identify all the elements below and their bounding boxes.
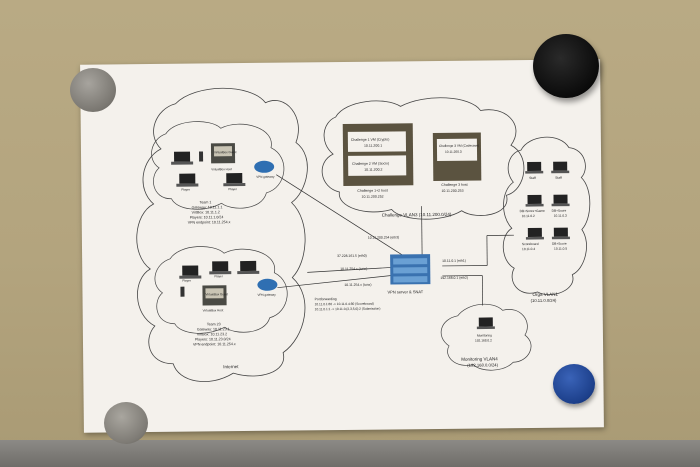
svg-text:Team 23: Team 23 — [207, 322, 221, 326]
monitoring-device — [476, 317, 495, 330]
svg-text:Team 1: Team 1 — [200, 200, 212, 204]
orga-node-label: DB+Score — [552, 242, 567, 246]
challenge-vlan-label: Challenge VLAN3 (10.11.200.0/24) — [382, 212, 452, 218]
svg-text:VirtBox: 10.11.23.2: VirtBox: 10.11.23.2 — [197, 332, 227, 336]
network-links — [276, 174, 514, 306]
team1-vpn-gateway-label: VPN gateway — [256, 175, 275, 179]
vpn-server-label: VPN server & SNAT — [387, 289, 423, 294]
team1-host-label: VirtualBox Host — [211, 167, 232, 171]
challenge12-host-ip: 10.11.200.252 — [361, 195, 383, 199]
team1-devices — [171, 143, 275, 187]
team23-vpn-gateway-label: VPN gateway — [257, 293, 276, 297]
network-diagram-poster: VirtualBox Guest VirtualBox Host Player … — [80, 59, 604, 433]
team1-guest-label: VirtualBox Guest — [214, 150, 237, 154]
challenge12-host-label: Challenge 1+2 host — [357, 189, 387, 193]
challenge-cloud — [321, 97, 525, 220]
svg-text:Gateway: 10.11.1.1: Gateway: 10.11.1.1 — [192, 205, 223, 209]
blue-magnet-bottom-right — [553, 364, 595, 404]
team23-devices — [179, 260, 278, 306]
challenge1-vm-ip: 10.11.200.1 — [364, 144, 382, 148]
monitoring-node-label: Monitoring — [477, 333, 492, 337]
challenge3-host-label: Challenge 3 host — [441, 183, 467, 187]
orga-node-label: Staff — [529, 176, 536, 180]
orga-node-ip: 10.11.0.5 — [554, 247, 567, 251]
orga-node-ip: 10.11.0.2 — [522, 214, 535, 218]
portforwarding-notes: Portforwarding 10.11.0.1:80 -> 10.11.0.4… — [315, 297, 381, 312]
svg-text:10.11.0.1:80 -> 10.11.0.4:80 (: 10.11.0.1:80 -> 10.11.0.4:80 (Scoreboard… — [315, 302, 374, 307]
svg-text:Gateway: 10.11.23.1: Gateway: 10.11.23.1 — [197, 327, 230, 331]
team23-player-label: Player — [214, 274, 223, 278]
orga-cloud — [502, 136, 591, 296]
svg-text:VPN endpoint: 10.11.254.x: VPN endpoint: 10.11.254.x — [193, 342, 236, 346]
challenge3-vm-ip: 10.11.200.3 — [445, 150, 462, 154]
grey-magnet-top-left — [70, 68, 116, 112]
challenge2-vm-ip: 10.11.200.2 — [364, 168, 382, 172]
router-icon — [254, 160, 275, 173]
svg-text:Portforwarding: Portforwarding — [315, 297, 337, 301]
orga-node-label: Staff — [555, 176, 562, 180]
challenge1-vm-label: Challenge 1 VM (Crypto) — [351, 137, 390, 141]
vpn-server — [390, 254, 431, 285]
vpn-tun-label: 10.11.254.x (tunx) — [340, 267, 367, 271]
internet-cloud — [136, 87, 308, 382]
vpn-eth3-label: 10.11.200.254 (eth3) — [368, 235, 399, 239]
monitoring-cloud — [440, 303, 532, 371]
orga-vlan-label: Orga VLAN1 — [532, 292, 558, 297]
vpn-tun-label: 10.11.254.x (tunx) — [344, 283, 371, 287]
black-magnet-top-right — [533, 34, 599, 98]
svg-text:10.11.0.1:1 -> 10.11.0.{2,3,5,: 10.11.0.1:1 -> 10.11.0.{2,3,5,6}:2 (Subm… — [315, 307, 381, 312]
team1-info: Team 1 Gateway: 10.11.1.1 VirtBox: 10.11… — [188, 200, 231, 224]
router-icon — [257, 278, 278, 291]
orga-node-label: DB+Score+Game — [520, 209, 545, 213]
orga-vlan-subnet: (10.11.0.0/24) — [531, 298, 557, 303]
svg-text:VirtBox: 10.11.1.2: VirtBox: 10.11.1.2 — [192, 210, 220, 214]
team23-player-label: Player — [182, 279, 191, 283]
svg-text:VPN endpoint: 10.11.254.x: VPN endpoint: 10.11.254.x — [188, 220, 231, 224]
team23-guest-label: VirtualBox Guest — [205, 292, 228, 296]
grey-magnet-bottom-left — [104, 402, 148, 444]
internet-label: Internet — [223, 364, 239, 369]
vpn-eth1-label: 10.11.0.1 (eth1) — [442, 259, 466, 263]
team23-cloud — [154, 246, 288, 334]
challenge2-vm-label: Challenge 2 VM (Socio) — [352, 162, 389, 166]
svg-text:Players: 10.11.23.0/24: Players: 10.11.23.0/24 — [195, 337, 231, 341]
vpn-eth2-label: 192.168.0.1 (eth2) — [440, 276, 468, 280]
challenge3-vm-label: Challenge 3 VM (Codecave) — [439, 144, 479, 148]
team1-player-label: Player — [181, 188, 190, 192]
monitoring-vlan-label: Monitoring VLAN4 — [461, 356, 498, 361]
team23-info: Team 23 Gateway: 10.11.23.1 VirtBox: 10.… — [193, 322, 236, 346]
vpn-eth0-label: 37.228.161.5 (eth0) — [337, 254, 367, 258]
orga-devices — [525, 161, 570, 240]
orga-node-label: Scoreboard — [522, 242, 539, 246]
team23-host-label: VirtualBox Host — [203, 308, 224, 312]
orga-node-label: DB+Score — [552, 209, 567, 213]
monitoring-node-ip: 192.168.0.2 — [475, 338, 492, 342]
svg-text:Players: 10.11.1.0/24: Players: 10.11.1.0/24 — [190, 215, 224, 219]
whiteboard-frame — [0, 440, 700, 467]
orga-node-ip: 10.11.0.3 — [554, 214, 567, 218]
challenge-hosts — [342, 123, 482, 186]
monitoring-vlan-subnet: (192.168.0.0/24) — [467, 362, 498, 367]
orga-node-ip: 10.11.0.4 — [522, 247, 535, 251]
team1-player-label: Player — [228, 187, 237, 191]
challenge3-host-ip: 10.11.200.253 — [441, 189, 463, 193]
